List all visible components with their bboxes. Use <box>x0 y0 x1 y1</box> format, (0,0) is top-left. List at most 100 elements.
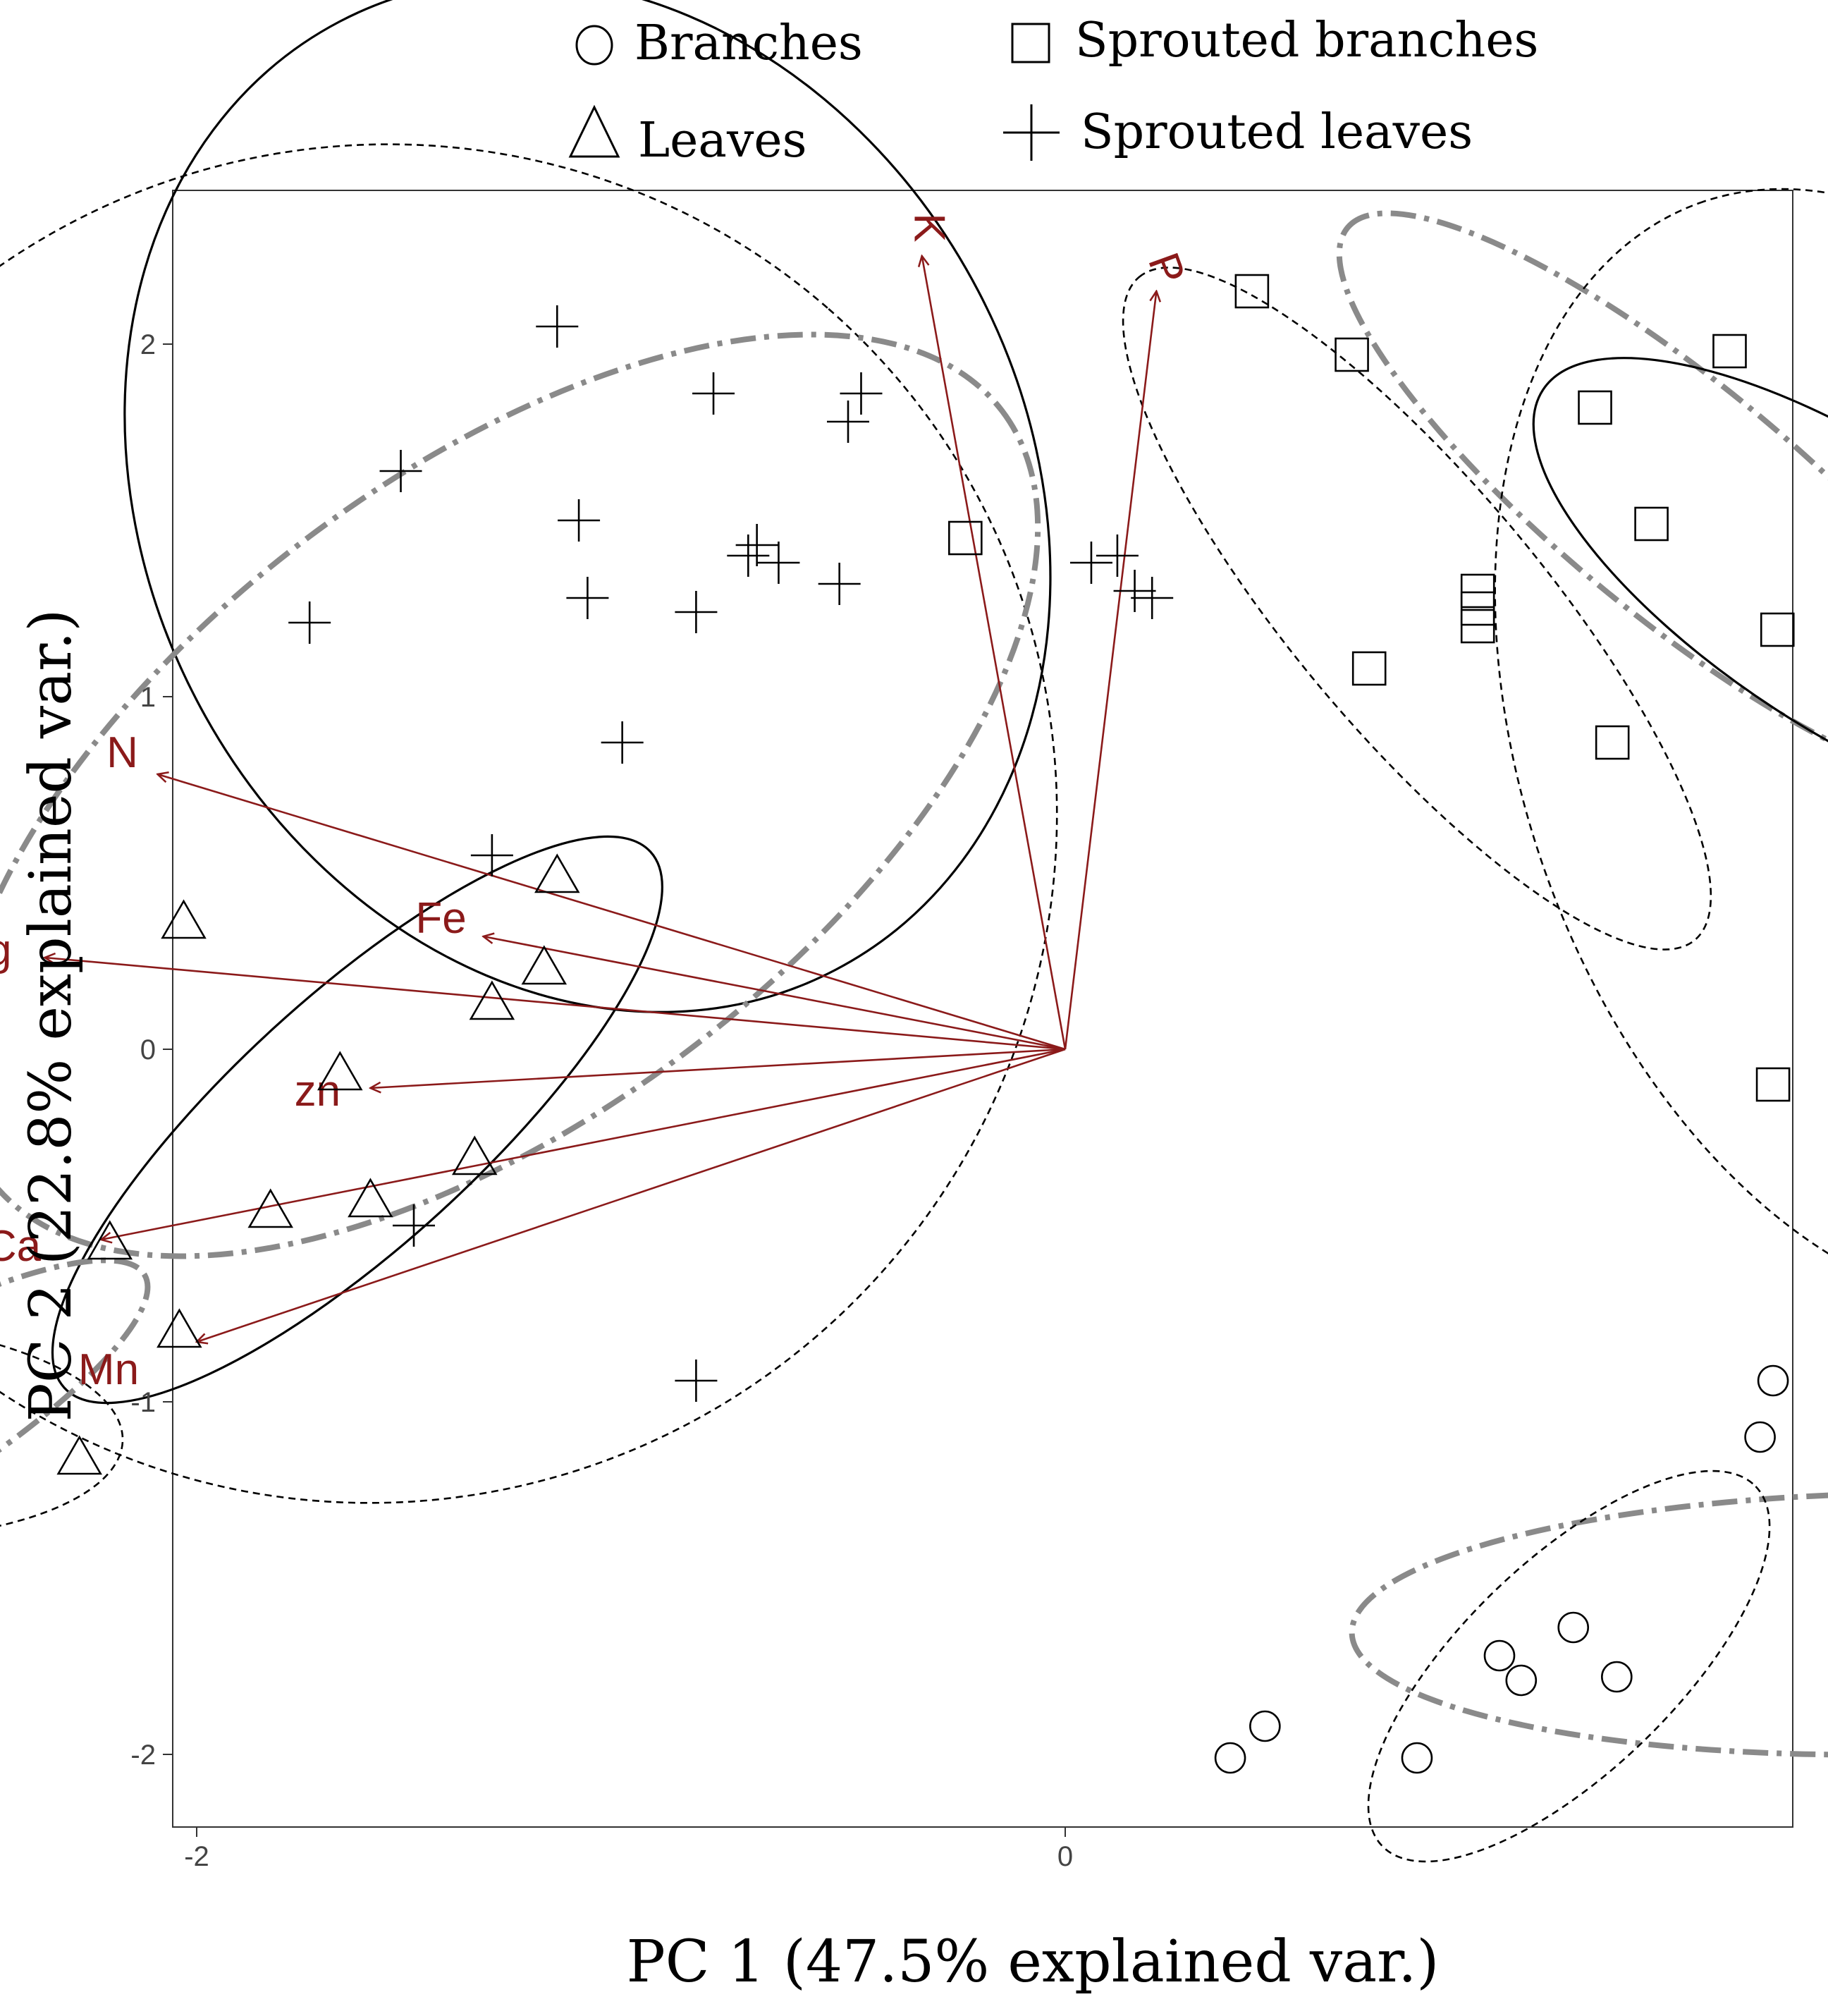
loading-arrow-mn <box>197 1048 1066 1342</box>
point-branches-2 <box>1401 1742 1433 1774</box>
point-branches-1 <box>1249 1710 1281 1742</box>
legend: Branches Sprouted branches Leaves Sprout… <box>568 13 1538 169</box>
x-tick-label-2: 0 <box>1057 1841 1073 1872</box>
ellipse-sprouted-branches-gray-dashdot-7 <box>1336 210 1828 788</box>
point-sprouted-leaves-20 <box>1069 542 1112 584</box>
point-sprouted-leaves-16 <box>757 542 800 584</box>
point-branches-5 <box>1557 1611 1590 1644</box>
point-leaves-19 <box>451 1135 498 1175</box>
y-axis-label: PC 2 (22.8% explained var.) <box>18 609 85 1422</box>
point-sprouted-leaves-23 <box>1131 577 1174 619</box>
point-leaves-12 <box>56 1435 102 1475</box>
legend-label-leaves: Leaves <box>638 113 807 169</box>
legend-item-branches: Branches <box>575 16 863 71</box>
legend-square-icon <box>1011 23 1050 63</box>
loading-arrow-p <box>1064 291 1156 1050</box>
point-leaves-20 <box>469 980 515 1020</box>
legend-label-sprouted-leaves: Sprouted leaves <box>1081 104 1473 160</box>
point-sprouted-leaves-18 <box>840 372 883 415</box>
point-leaves-16 <box>247 1188 293 1228</box>
point-sprouted-branches-21 <box>1755 1067 1791 1102</box>
loading-label-k: K <box>905 213 954 242</box>
confidence-ellipses <box>0 0 1828 1863</box>
point-sprouted-branches-4 <box>1460 573 1495 609</box>
data-points <box>56 274 1795 1774</box>
point-sprouted-leaves-5 <box>393 1204 435 1247</box>
point-sprouted-leaves-13 <box>675 1360 718 1402</box>
ellipse-branches-dashed-11 <box>1367 1470 1771 1863</box>
loading-label-ca: Ca <box>0 1222 42 1271</box>
point-branches-6 <box>1601 1661 1633 1693</box>
point-leaves-14 <box>157 1308 202 1348</box>
ellipse-leaves-solid-3 <box>51 835 663 1405</box>
loading-arrow-mg <box>44 958 1066 1051</box>
point-sprouted-branches-0 <box>948 520 983 556</box>
ellipse-sprouted-leaves-solid-0 <box>123 0 1052 1013</box>
loading-arrow-fe <box>484 936 1066 1051</box>
legend-label-sprouted-branches: Sprouted branches <box>1075 13 1538 68</box>
point-sprouted-leaves-3 <box>288 601 331 644</box>
point-branches-3 <box>1483 1639 1516 1672</box>
point-sprouted-leaves-19 <box>827 401 869 443</box>
y-tick-label-4: 2 <box>140 329 156 360</box>
legend-circle-icon <box>575 25 613 66</box>
point-sprouted-branches-11 <box>1760 612 1795 647</box>
legend-label-branches: Branches <box>634 16 863 71</box>
legend-item-leaves: Leaves <box>568 104 807 169</box>
point-sprouted-leaves-4 <box>379 450 422 492</box>
point-leaves-15 <box>161 899 207 939</box>
y-tick-label-2: 0 <box>140 1034 156 1065</box>
point-branches-4 <box>1505 1664 1538 1697</box>
point-branches-7 <box>1757 1364 1789 1397</box>
loading-label-zn: zn <box>295 1067 341 1116</box>
x-axis-label: PC 1 (47.5% explained var.) <box>627 1929 1440 1996</box>
legend-plus-icon <box>1003 104 1060 161</box>
point-sprouted-branches-10 <box>1712 334 1747 369</box>
point-sprouted-branches-7 <box>1578 390 1612 425</box>
point-sprouted-branches-5 <box>1460 591 1495 626</box>
ellipse-leaves-gray-dashdot-5 <box>0 1257 151 1624</box>
point-leaves-22 <box>534 853 580 893</box>
legend-item-sprouted-branches: Sprouted branches <box>1011 13 1538 68</box>
point-sprouted-leaves-7 <box>536 305 579 348</box>
point-leaves-18 <box>348 1178 393 1218</box>
point-sprouted-leaves-21 <box>1096 534 1139 577</box>
point-sprouted-leaves-8 <box>558 499 601 542</box>
point-sprouted-branches-9 <box>1634 506 1669 542</box>
point-sprouted-leaves-10 <box>601 721 644 764</box>
point-sprouted-leaves-9 <box>566 577 609 619</box>
point-sprouted-branches-6 <box>1460 609 1495 644</box>
legend-triangle-icon <box>568 104 620 158</box>
point-branches-8 <box>1744 1421 1776 1453</box>
ellipse-sprouted-branches-dashed-9 <box>1494 188 1828 1312</box>
plot-panel <box>172 190 1793 1828</box>
loading-vectors: KPNFeMgznCaMn <box>0 213 1194 1394</box>
point-branches-0 <box>1214 1742 1246 1774</box>
y-tick-label-0: -2 <box>130 1740 156 1771</box>
ellipse-sprouted-leaves-dashed-1 <box>0 143 1058 1504</box>
point-leaves-21 <box>521 945 568 985</box>
ellipse-sprouted-branches-dashed-6 <box>1122 267 1712 951</box>
loading-arrow-n <box>158 774 1066 1051</box>
point-leaves-17 <box>317 1051 363 1091</box>
point-leaves-13 <box>87 1220 133 1260</box>
ellipse-leaves-gray-dashdot-2 <box>0 331 1041 1259</box>
loading-arrow-ca <box>101 1048 1066 1240</box>
loading-label-n: N <box>106 728 138 777</box>
loading-label-fe: Fe <box>415 894 466 943</box>
loading-label-mg: Mg <box>0 926 11 975</box>
point-sprouted-leaves-15 <box>735 524 778 566</box>
point-sprouted-leaves-14 <box>727 534 770 577</box>
point-sprouted-leaves-22 <box>1113 570 1156 612</box>
point-sprouted-branches-1 <box>1234 274 1270 309</box>
legend-item-sprouted-leaves: Sprouted leaves <box>1003 104 1473 161</box>
point-sprouted-leaves-6 <box>470 834 513 876</box>
point-sprouted-branches-8 <box>1595 725 1630 760</box>
point-sprouted-branches-3 <box>1351 651 1387 686</box>
loading-arrow-zn <box>370 1048 1066 1088</box>
x-tick-label-1: -2 <box>184 1841 209 1872</box>
point-sprouted-leaves-11 <box>675 591 718 633</box>
point-sprouted-branches-2 <box>1335 337 1369 372</box>
y-tick-label-1: -1 <box>130 1387 156 1418</box>
ellipse-sprouted-branches-solid-8 <box>1532 357 1828 825</box>
